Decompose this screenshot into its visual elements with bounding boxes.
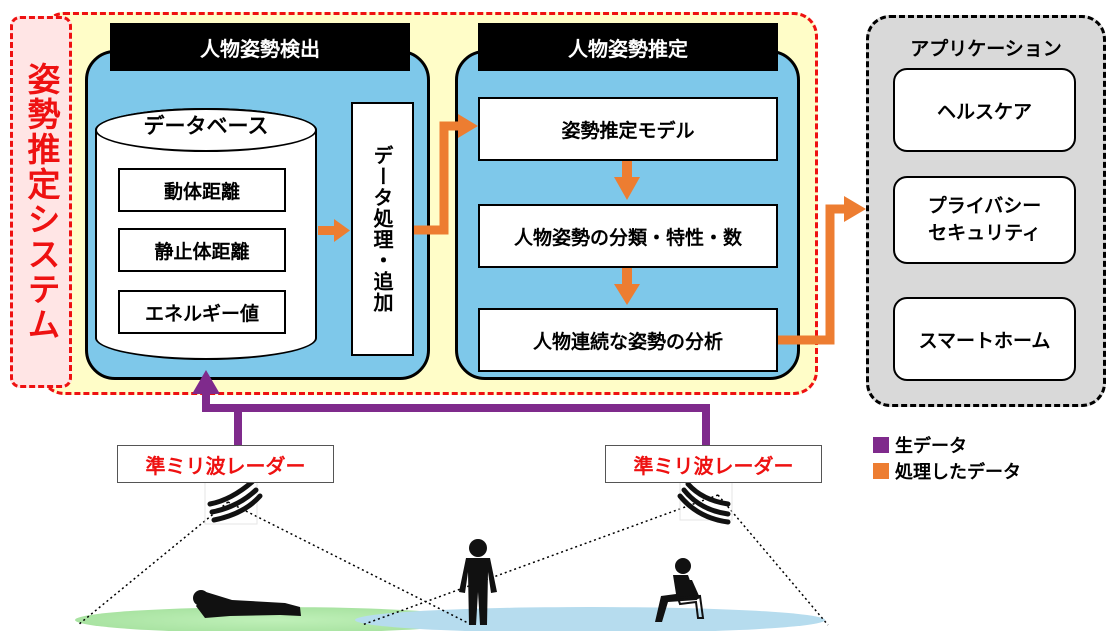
step-pose-classification: 人物姿勢の分類・特性・数 — [478, 204, 778, 268]
radar-wave-icon — [677, 479, 733, 525]
person-sitting-icon — [655, 558, 705, 622]
legend-processed-data-swatch — [873, 463, 889, 479]
radar-wave-icon — [204, 479, 263, 525]
db-item-energy-value: エネルギー値 — [118, 290, 286, 334]
legend-processed-data-label: 処理したデータ — [895, 462, 1021, 483]
step-pose-model: 姿勢推定モデル — [478, 97, 778, 161]
legend-raw-data: 生データ — [873, 432, 967, 458]
raw-data-lines — [192, 370, 710, 445]
radar-label-left: 準ミリ波レーダー — [117, 445, 334, 483]
radar-fov-lines — [77, 494, 829, 626]
legend-raw-data-label: 生データ — [895, 436, 967, 457]
db-item-static-distance: 静止体距離 — [118, 228, 286, 272]
application-title: アプリケーション — [910, 37, 1062, 60]
radar-label-right: 準ミリ波レーダー — [605, 445, 822, 483]
legend-raw-data-swatch — [873, 437, 889, 453]
database-title: データベース — [143, 114, 269, 138]
estimation-header: 人物姿勢推定 — [478, 23, 778, 71]
person-lying-icon — [193, 590, 301, 618]
app-healthcare: ヘルスケア — [893, 68, 1076, 152]
database-cylinder-top — [95, 108, 317, 152]
data-processing-box: データ処理・追加 — [351, 102, 414, 356]
legend-processed-data: 処理したデータ — [873, 458, 1021, 484]
floor-area-right — [355, 607, 825, 631]
system-title: 姿勢推定システム — [10, 16, 72, 388]
step-continuous-analysis: 人物連続な姿勢の分析 — [478, 308, 778, 372]
processed-data-arrows — [318, 114, 866, 345]
app-smart-home: スマートホーム — [893, 297, 1076, 381]
app-privacy-security: プライバシー セキュリティ — [893, 176, 1076, 264]
db-item-moving-distance: 動体距離 — [118, 168, 286, 212]
system-title-text: 姿勢推定システム — [22, 62, 61, 342]
person-standing-icon — [459, 539, 497, 625]
data-processing-label: データ処理・追加 — [370, 145, 394, 313]
detection-header: 人物姿勢検出 — [110, 23, 410, 71]
